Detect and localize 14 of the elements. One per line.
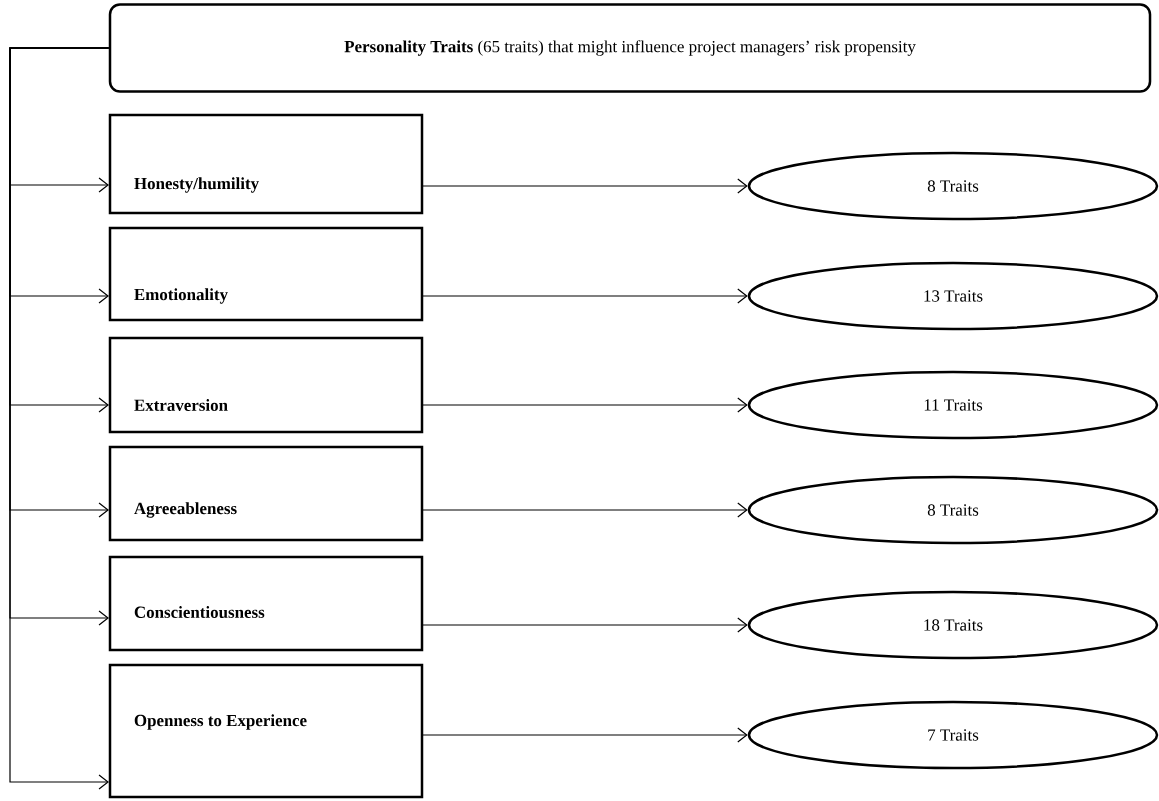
process-box: Extraversion: [108, 336, 424, 434]
arrow: [422, 178, 748, 194]
arrow: [422, 502, 748, 518]
process-box: Agreeableness: [108, 445, 424, 542]
arrow: [422, 288, 748, 304]
rounded-box: Personality Traits (65 traits) that might influence project managers’ risk propensity: [108, 3, 1152, 93]
process-box: Emotionality: [108, 226, 424, 322]
process-box: Honesty/humility: [108, 113, 424, 215]
arrow: [422, 617, 748, 633]
arrow: [422, 727, 748, 743]
arrow: [9, 47, 110, 790]
process-box: Conscientiousness: [108, 555, 424, 652]
process-box: Openness to Experience: [108, 663, 424, 799]
arrow: [422, 397, 748, 413]
